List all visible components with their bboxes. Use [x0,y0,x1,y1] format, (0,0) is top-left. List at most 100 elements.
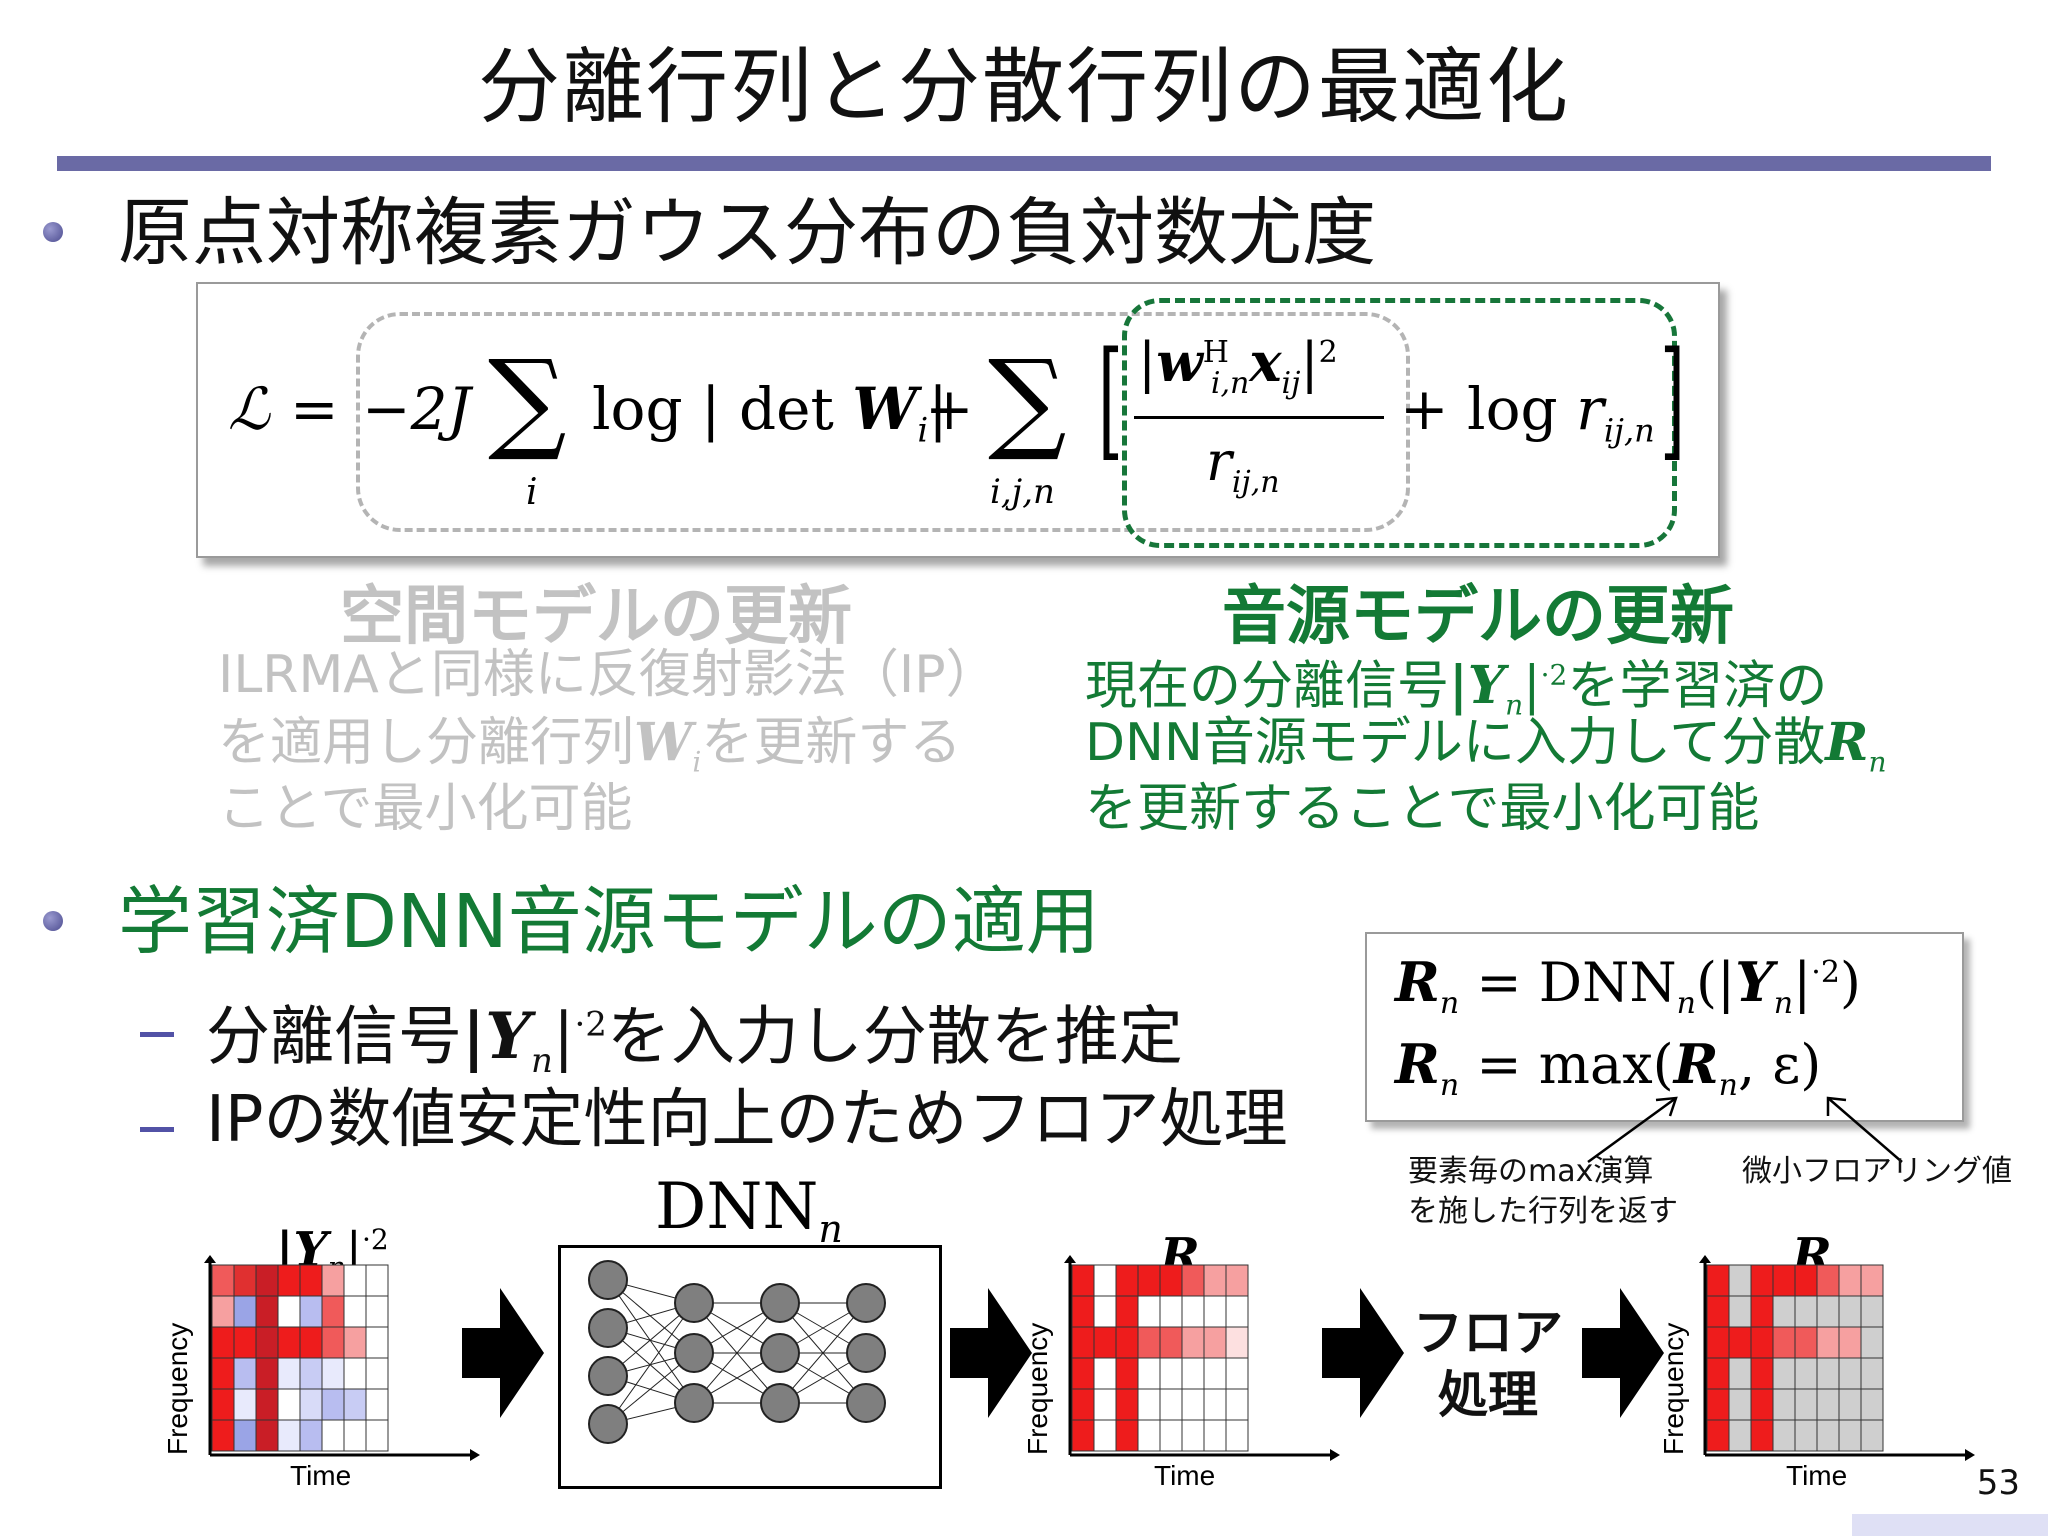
dnn-node [588,1404,628,1444]
heatmap-cell [321,1357,345,1390]
heatmap-cell [365,1388,389,1421]
dnn-node [760,1283,800,1323]
heatmap-cell [1750,1295,1774,1328]
sum1-subscript: i [526,472,538,513]
heatmap-cell [1772,1326,1796,1359]
bracket-left: [ [1098,325,1123,474]
dnn-node [674,1383,714,1423]
title-rule [57,156,1991,171]
heatmap-cell [211,1295,235,1328]
axis-time-1: Time [290,1460,352,1491]
dnn-label: DNNn [655,1170,843,1251]
heatmap-cell [1728,1264,1752,1297]
heatmap-cell [343,1419,367,1452]
input-heatmap [204,1255,480,1461]
heatmap-cell [1115,1419,1139,1452]
heatmap-cell [1750,1388,1774,1421]
fraction-numerator: |wHi,nxij|2 [1138,330,1338,401]
heatmap-cell [1203,1264,1227,1297]
axis-frequency-1: Frequency [162,1322,193,1455]
dnn-node [760,1333,800,1373]
heatmap-cell [1071,1295,1095,1328]
heatmap-cell [1728,1357,1752,1390]
heatmap-cell [1706,1419,1730,1452]
heatmap-cell [1071,1264,1095,1297]
formula-plus-1: + [925,375,974,443]
annotation-max-line-1: 要素毎のmax演算 [1408,1154,1654,1189]
heatmap-cell [1225,1264,1249,1297]
fraction-bar [1134,416,1384,419]
source-line-1: 現在の分離信号|Yn|·2を学習済の [1085,655,1828,722]
heatmap-cell [1137,1295,1161,1328]
heatmap-cell [1159,1357,1183,1390]
formula-plus-log: + log rij,n [1400,375,1655,450]
bullet-dot [43,911,63,931]
heatmap-cell [1093,1295,1117,1328]
heatmap-cell [1225,1419,1249,1452]
heatmap-cell [1115,1326,1139,1359]
heatmap-cell [1750,1357,1774,1390]
bullet-heading-2: 学習済DNN音源モデルの適用 [118,879,1100,965]
heatmap-cell [299,1264,323,1297]
heatmap-cell [211,1264,235,1297]
heatmap-cell [1794,1419,1818,1452]
floor-processing-label: フロア 処理 [1413,1304,1563,1424]
heatmap-cell [1794,1326,1818,1359]
sum2-subscript: i,j,n [990,472,1055,512]
heatmap-cell [1860,1326,1884,1359]
heatmap-cell [1838,1388,1862,1421]
dnn-node [760,1383,800,1423]
heatmap-cell [321,1419,345,1452]
heatmap-cell [1093,1264,1117,1297]
heatmap-cell [1071,1388,1095,1421]
heatmap-cell [277,1357,301,1390]
heatmap-cell [1137,1326,1161,1359]
fraction-denominator: rij,n [1206,430,1280,500]
spatial-line-3: ことで最小化可能 [218,779,633,839]
heatmap-cell [1159,1388,1183,1421]
annotation-arrow-left [1587,1096,1678,1164]
dnn-node [588,1308,628,1348]
dnn-node [674,1333,714,1373]
heatmap-cell [1159,1264,1183,1297]
heatmap-cell [1225,1388,1249,1421]
heatmap-cell [1772,1264,1796,1297]
dnn-edge [607,1302,695,1425]
heatmap-cell [277,1419,301,1452]
heatmap-cell [1137,1388,1161,1421]
heatmap-cell [1181,1326,1205,1359]
heatmap-cell [1115,1264,1139,1297]
equation-box [1365,932,1964,1122]
heatmap-cell [1093,1326,1117,1359]
slide-title: 分離行列と分散行列の最適化 [477,40,1570,135]
heatmap-cell [1706,1295,1730,1328]
heatmap-cell [1750,1264,1774,1297]
heatmap-cell [1203,1388,1227,1421]
heatmap-cell [233,1388,257,1421]
dnn-node [846,1283,886,1323]
heatmap-cell [255,1295,279,1328]
heatmap-cell [1860,1295,1884,1328]
heatmap-cell [343,1326,367,1359]
annotation-arrow-right [1826,1096,1903,1163]
heatmap-cell [321,1295,345,1328]
equation-2: Rn = max(Rn, ε) [1395,1032,1822,1103]
heatmap-cell [1071,1419,1095,1452]
heatmap-cell [1728,1419,1752,1452]
heatmap-cell [255,1357,279,1390]
heatmap-cell [277,1326,301,1359]
heatmap-cell [343,1295,367,1328]
heatmap-cell [1816,1388,1840,1421]
heatmap-cell [365,1295,389,1328]
sub-item-1: 分離信号|Yn|·2を入力し分散を推定 [206,999,1183,1082]
heatmap-cell [1159,1326,1183,1359]
heatmap-cell [1728,1295,1752,1328]
heatmap-cell [1772,1357,1796,1390]
heatmap-cell [1181,1295,1205,1328]
heatmap-cell [321,1264,345,1297]
heatmap-cell [1706,1326,1730,1359]
heatmap-cell [1816,1264,1840,1297]
sum-symbol-2: ∑ [988,336,1067,464]
heatmap-cell [233,1295,257,1328]
heatmap-cell [299,1357,323,1390]
